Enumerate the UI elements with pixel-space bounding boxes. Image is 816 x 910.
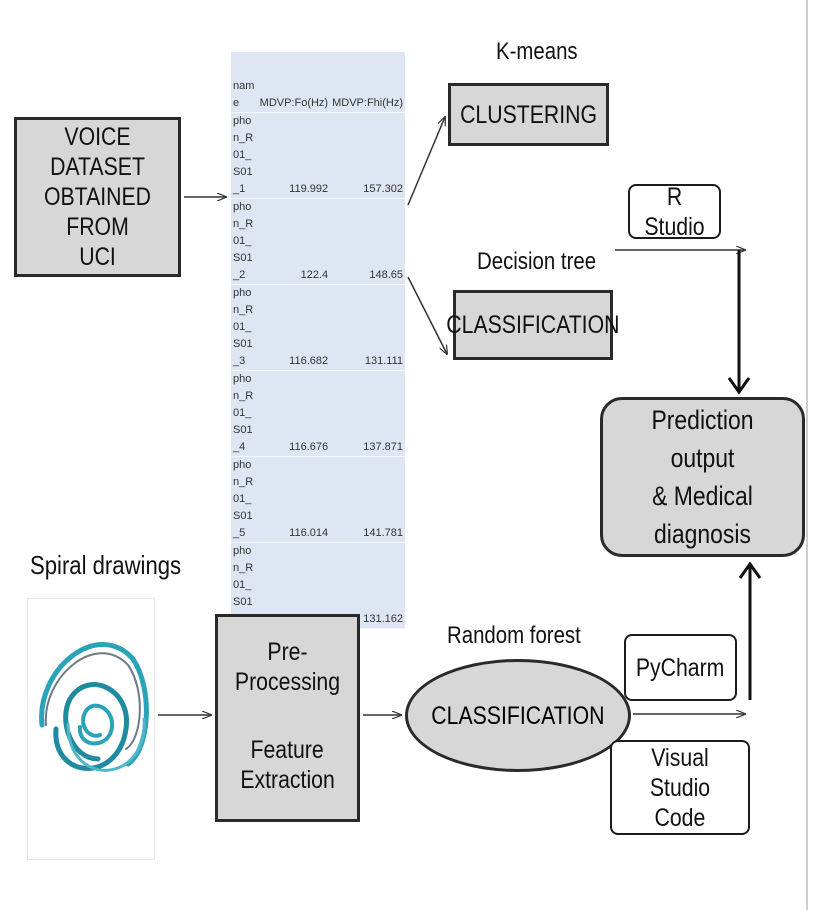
pycharm-box: PyCharm [624, 634, 737, 701]
rf-classification-text: CLASSIFICATION [431, 701, 605, 730]
classification-text: CLASSIFICATION [446, 311, 620, 339]
vscode-line-1: Visual Studio [649, 743, 711, 802]
row-fo: 119.992 [257, 112, 331, 199]
row-fo: 116.676 [257, 370, 331, 457]
table-header-row: name MDVP:Fo(Hz) MDVP:Fhi(Hz) [231, 52, 405, 113]
table-row: phon_R01_S01_3 116.682 131.111 [231, 284, 405, 371]
spiral-drawings-label: Spiral drawings [30, 550, 182, 580]
random-forest-classification-ellipse: CLASSIFICATION [405, 659, 631, 772]
prediction-output-box: Prediction output & Medical diagnosis [600, 397, 805, 557]
decision-tree-label: Decision tree [477, 248, 597, 275]
spiral-icon [39, 642, 149, 772]
row-name: phon_R01_S01_1 [231, 112, 258, 199]
row-fhi: 141.781 [330, 456, 405, 543]
row-name: phon_R01_S01_3 [231, 284, 258, 371]
vscode-box: Visual Studio Code [610, 740, 750, 835]
row-fhi: 157.302 [330, 112, 405, 199]
voice-dataset-box: VOICE DATASET OBTAINED FROM UCI [14, 117, 181, 277]
row-fo: 116.014 [257, 456, 331, 543]
arrow-table-to-clustering [407, 117, 445, 206]
row-fo: 122.4 [257, 198, 331, 285]
rstudio-text: R Studio [644, 182, 705, 241]
rstudio-box: R Studio [628, 182, 721, 241]
arrow-table-to-classification [407, 276, 447, 354]
table-row: phon_R01_S01_2 122.4 148.65 [231, 198, 405, 285]
clustering-box: CLUSTERING [448, 83, 609, 146]
feature-line: Feature [250, 736, 325, 764]
row-fhi: 137.871 [330, 370, 405, 457]
spiral-drawing-image [27, 598, 155, 860]
row-name: phon_R01_S01_5 [231, 456, 258, 543]
arrowhead-up [738, 561, 762, 579]
row-fhi: 148.65 [330, 198, 405, 285]
prediction-line-1: Prediction output [651, 405, 754, 473]
table-row: phon_R01_S01_1 119.992 157.302 [231, 112, 405, 199]
arrowhead-down [727, 377, 751, 395]
voice-line-2: OBTAINED FROM [43, 183, 152, 241]
vscode-line-2: Code [654, 803, 706, 832]
row-name: phon_R01_S01_2 [231, 198, 258, 285]
clustering-text: CLUSTERING [460, 100, 597, 129]
prediction-line-2: & Medical diagnosis [652, 481, 753, 549]
preprocessing-title: Pre-Processing [234, 638, 341, 696]
extraction-line: Extraction [240, 766, 335, 794]
voice-line-1: VOICE DATASET [50, 123, 145, 181]
right-edge-line [806, 0, 808, 910]
kmeans-label: K-means [496, 38, 578, 65]
row-name: phon_R01_S01_4 [231, 370, 258, 457]
row-fhi: 131.111 [330, 284, 405, 371]
voice-line-3: UCI [79, 243, 116, 271]
table-row: phon_R01_S01_4 116.676 137.871 [231, 370, 405, 457]
header-name: name [231, 52, 258, 113]
classification-box: CLASSIFICATION [446, 290, 620, 360]
preprocessing-box: Pre-Processing Feature Extraction [215, 614, 360, 822]
random-forest-label: Random forest [447, 622, 581, 649]
row-fo: 116.682 [257, 284, 331, 371]
table-row: phon_R01_S01_5 116.014 141.781 [231, 456, 405, 543]
header-fo: MDVP:Fo(Hz) [257, 52, 331, 113]
pycharm-text: PyCharm [636, 653, 725, 682]
header-fhi: MDVP:Fhi(Hz) [330, 52, 405, 113]
